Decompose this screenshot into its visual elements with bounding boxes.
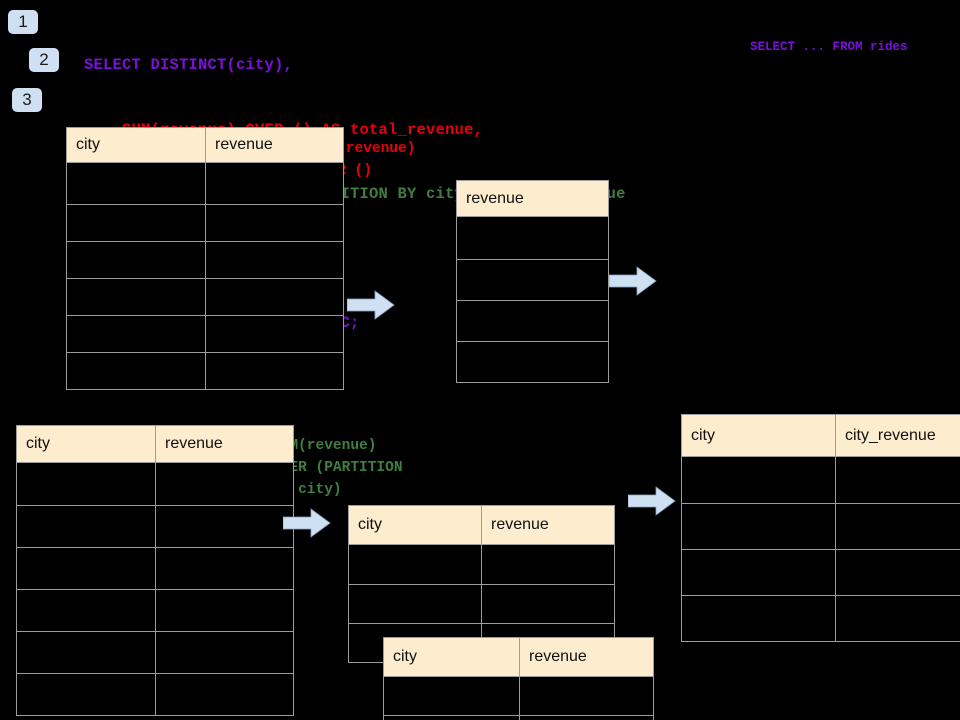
table-cell <box>155 462 294 506</box>
table-cell <box>155 589 294 632</box>
table-cell <box>456 259 609 301</box>
table-cell <box>66 278 206 316</box>
table-source-bottom: city revenue <box>16 425 294 716</box>
table-header-row: city revenue <box>66 127 344 163</box>
table-total-revenue: revenue <box>456 180 609 383</box>
table-cell <box>155 673 294 716</box>
table-row <box>383 715 654 720</box>
table-cell <box>205 204 344 242</box>
table-row <box>66 278 344 316</box>
table-row <box>16 631 294 674</box>
column-header-city-revenue: city_revenue <box>835 414 960 457</box>
table-header-row: city revenue <box>348 505 615 545</box>
table-cell <box>348 544 482 585</box>
table-cell <box>835 549 960 596</box>
column-header-city: city <box>66 127 206 163</box>
table-cell <box>383 676 520 716</box>
table-cell <box>456 341 609 383</box>
table-cell <box>681 503 836 550</box>
sql-line-select: SELECT DISTINCT(city), <box>84 56 294 74</box>
table-row <box>66 315 344 353</box>
column-header-city: city <box>348 505 482 545</box>
column-header-revenue: revenue <box>456 180 609 217</box>
side-note-select-from: SELECT ... FROM rides <box>750 40 908 54</box>
table-cell <box>66 162 206 205</box>
arrow-right-icon-4 <box>628 486 676 516</box>
table-cell <box>456 300 609 342</box>
table-row <box>383 676 654 716</box>
table-row <box>16 673 294 716</box>
table-cell <box>66 352 206 390</box>
arrow-right-icon-1 <box>347 290 395 320</box>
table-row <box>16 547 294 590</box>
table-header-row: city revenue <box>16 425 294 463</box>
table-result: city city_revenue <box>681 414 960 642</box>
table-cell <box>456 216 609 260</box>
table-cell <box>66 204 206 242</box>
table-cell <box>205 241 344 279</box>
table-row <box>681 549 960 596</box>
table-cell <box>155 505 294 548</box>
table-cell <box>348 584 482 624</box>
table-row <box>16 462 294 506</box>
table-cell <box>481 584 615 624</box>
table-cell <box>16 631 156 674</box>
table-cell <box>205 352 344 390</box>
table-row <box>16 505 294 548</box>
table-header-row: revenue <box>456 180 609 217</box>
table-cell <box>66 241 206 279</box>
table-cell <box>835 503 960 550</box>
table-cell <box>835 595 960 642</box>
table-row <box>681 456 960 504</box>
table-cell <box>519 715 654 720</box>
table-cell <box>16 505 156 548</box>
table-row <box>348 544 615 585</box>
table-cell <box>681 549 836 596</box>
table-row <box>66 352 344 390</box>
table-row <box>348 584 615 624</box>
arrow-right-icon-3 <box>283 508 331 538</box>
table-cell <box>681 456 836 504</box>
table-cell <box>66 315 206 353</box>
column-header-revenue: revenue <box>519 637 654 677</box>
table-cell <box>155 631 294 674</box>
table-row <box>456 341 609 383</box>
table-cell <box>681 595 836 642</box>
table-row <box>66 162 344 205</box>
table-header-row: city city_revenue <box>681 414 960 457</box>
table-cell <box>205 278 344 316</box>
column-header-city: city <box>681 414 836 457</box>
table-cell <box>16 462 156 506</box>
table-cell <box>205 315 344 353</box>
table-partition-group-b: city revenue <box>383 637 654 720</box>
step-badge-2: 2 <box>29 48 59 72</box>
table-source-top: city revenue <box>66 127 344 390</box>
column-header-revenue: revenue <box>155 425 294 463</box>
table-row <box>456 259 609 301</box>
table-cell <box>16 547 156 590</box>
table-cell <box>519 676 654 716</box>
table-cell <box>16 673 156 716</box>
table-row <box>16 589 294 632</box>
table-cell <box>16 589 156 632</box>
table-cell <box>155 547 294 590</box>
table-row <box>681 595 960 642</box>
table-cell <box>481 544 615 585</box>
arrow-right-icon-2 <box>609 266 657 296</box>
table-row <box>456 300 609 342</box>
table-cell <box>383 715 520 720</box>
step-badge-1: 1 <box>8 10 38 34</box>
table-cell <box>205 162 344 205</box>
table-row <box>66 241 344 279</box>
table-row <box>456 216 609 260</box>
table-header-row: city revenue <box>383 637 654 677</box>
column-header-revenue: revenue <box>481 505 615 545</box>
column-header-city: city <box>383 637 520 677</box>
table-row <box>66 204 344 242</box>
column-header-city: city <box>16 425 156 463</box>
column-header-revenue: revenue <box>205 127 344 163</box>
step-badge-3: 3 <box>12 88 42 112</box>
table-row <box>681 503 960 550</box>
table-cell <box>835 456 960 504</box>
